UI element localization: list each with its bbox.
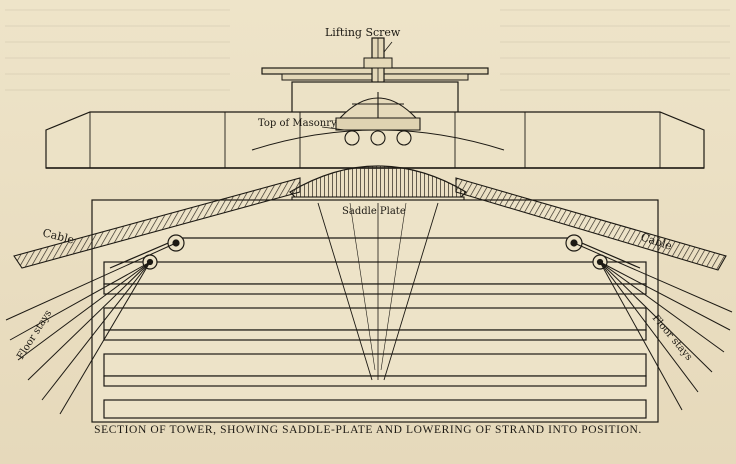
floor-stays-left	[5, 242, 177, 415]
lifting-screw-label: Lifting Screw	[325, 26, 401, 39]
saddle-crown	[251, 92, 505, 151]
tower-body	[91, 199, 659, 423]
floor-stays-left-label: Floor stays	[15, 308, 54, 361]
top-of-masonry-label: Top of Masonry	[258, 118, 337, 129]
saddle-plate-label: Saddle Plate	[342, 206, 406, 217]
saddle-plate-mass	[289, 165, 467, 201]
cable-left	[13, 177, 301, 269]
floor-stays-right	[573, 242, 733, 411]
bleed-through-text	[5, 9, 730, 91]
cable-right	[455, 177, 727, 271]
figure-caption: SECTION OF TOWER, SHOWING SADDLE-PLATE A…	[94, 424, 642, 436]
leader-lines	[321, 41, 393, 131]
